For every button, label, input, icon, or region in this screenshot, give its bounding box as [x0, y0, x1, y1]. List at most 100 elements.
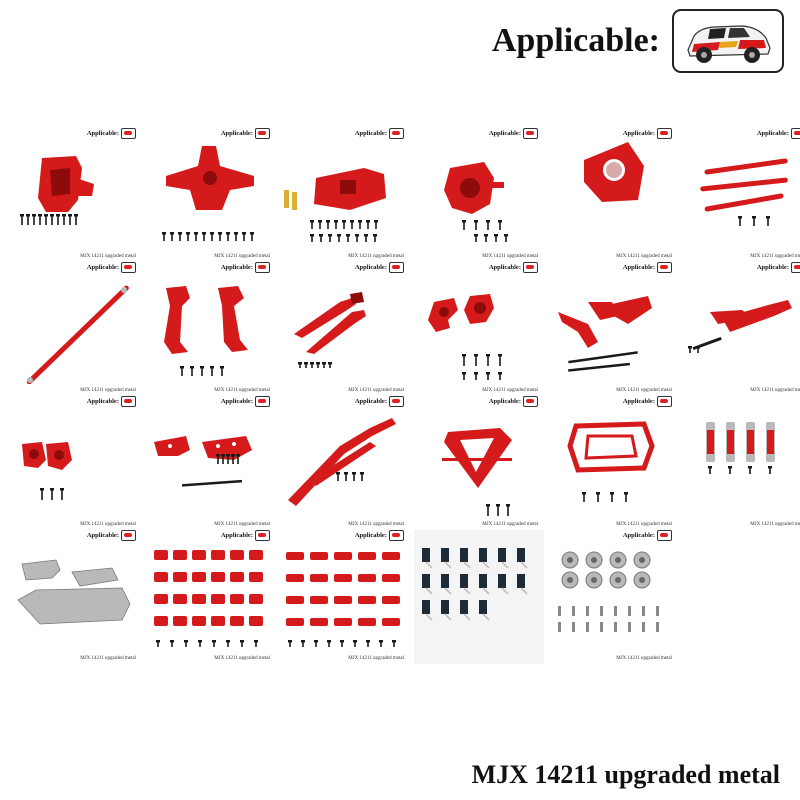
tile-caption: MJX 14211 upgraded metal [214, 522, 270, 527]
product-tile-steel-plates: Applicable: MJX 14211 upgraded metal [12, 530, 142, 664]
applicable-label: Applicable: [491, 22, 660, 59]
mini-car-icon [657, 396, 672, 407]
mini-car-icon [657, 262, 672, 273]
tile-caption: MJX 14211 upgraded metal [80, 254, 136, 259]
mini-car-icon [121, 262, 136, 273]
mini-car-icon [121, 128, 136, 139]
tile-applicable-text: Applicable: [622, 130, 655, 137]
product-tile-shock-plates: Applicable: MJX 14211 upgraded metal [146, 396, 276, 530]
tile-caption: MJX 14211 upgraded metal [348, 656, 404, 661]
tile-applicable-text: Applicable: [622, 532, 655, 539]
product-tile-a-arms: Applicable:MJX 14211 upgraded metal [548, 262, 678, 396]
tile-applicable-label: Applicable: [87, 128, 136, 139]
tile-caption: MJX 14211 upgraded metal [214, 254, 270, 259]
tile-applicable-text: Applicable: [488, 264, 521, 271]
mini-car-icon [523, 262, 538, 273]
product-tile-mount: Applicable:MJX 14211 upgraded metal [548, 128, 678, 262]
part-image [146, 272, 276, 384]
product-tile-full-kit: Applicable:MJX 14211 upgraded metal [146, 530, 276, 664]
tile-applicable-label: Applicable: [489, 262, 538, 273]
tile-applicable-text: Applicable: [86, 264, 119, 271]
part-image [280, 406, 410, 518]
product-tile-bumper-frame: Applicable: MJX 14211 upgraded metal [548, 396, 678, 530]
mini-car-icon [389, 262, 404, 273]
tile-applicable-label: Applicable: [87, 262, 136, 273]
product-tile-hubs: Applicable:MJX 14211 upgraded metal [12, 396, 142, 530]
mini-car-icon [523, 396, 538, 407]
tile-applicable-text: Applicable: [488, 398, 521, 405]
mini-car-icon [523, 128, 538, 139]
tile-applicable-label: Applicable: [87, 530, 136, 541]
tile-applicable-label: Applicable: [623, 530, 672, 541]
tile-caption: MJX 14211 upgraded metal [482, 522, 538, 527]
rc-car-thumbnail [672, 9, 784, 73]
product-tile-links: Applicable: MJX 14211 upgraded metal [682, 128, 800, 262]
part-image [682, 400, 800, 512]
mini-car-icon [121, 396, 136, 407]
product-tile-upper-arms: Applicable: MJX 14211 upgraded metal [682, 262, 800, 396]
part-image [414, 272, 544, 384]
mini-car-icon [389, 128, 404, 139]
tile-applicable-label: Applicable: [87, 396, 136, 407]
header: Applicable: [492, 6, 784, 76]
product-tile-full-kit-2: Applicable:MJX 14211 upgraded metal [280, 530, 410, 664]
part-image [280, 138, 410, 250]
footer-title: MJX 14211 upgraded metal [471, 760, 780, 789]
tile-applicable-label: Applicable: [757, 128, 800, 139]
mini-car-icon [791, 128, 800, 139]
tile-caption: MJX 14211 upgraded metal [348, 522, 404, 527]
tile-applicable-label: Applicable: [489, 128, 538, 139]
product-tile-nuts: Applicable: MJX 14211 upgraded metal [548, 530, 678, 664]
tile-applicable-label: Applicable: [355, 262, 404, 273]
product-tile-triangle-mount: Applicable: MJX 14211 upgraded metal [414, 396, 544, 530]
tile-applicable-text: Applicable: [354, 398, 387, 405]
tile-caption: MJX 14211 upgraded metal [348, 388, 404, 393]
part-image [548, 138, 678, 250]
tile-applicable-label: Applicable: [757, 262, 800, 273]
tile-applicable-label: Applicable: [623, 262, 672, 273]
part-image [280, 540, 410, 652]
tile-caption: MJX 14211 upgraded metal [80, 388, 136, 393]
mini-car-icon [657, 530, 672, 541]
part-image [146, 138, 276, 250]
product-tile-arms-upright: Applicable:MJX 14211 upgraded metal [146, 262, 276, 396]
tile-applicable-label: Applicable: [221, 530, 270, 541]
part-image [548, 540, 678, 652]
part-image [146, 540, 276, 652]
tile-applicable-text: Applicable: [220, 532, 253, 539]
tile-applicable-text: Applicable: [220, 130, 253, 137]
product-tile-knuckles: Applicable:MJX 14211 upgraded metal [414, 262, 544, 396]
tile-caption: MJX 14211 upgraded metal [482, 254, 538, 259]
tile-caption: MJX 14211 upgraded metal [750, 388, 800, 393]
product-tile-gearbox: Applicable: MJX 14211 upgraded metal [414, 128, 544, 262]
tile-applicable-label: Applicable: [221, 396, 270, 407]
mini-car-icon [255, 262, 270, 273]
product-tile-chassis-box: Applicable:MJX 14211 upgraded metal [280, 128, 410, 262]
product-tile-clips [414, 530, 544, 664]
part-image [12, 272, 142, 385]
mini-car-icon [255, 128, 270, 139]
part-image [414, 138, 544, 250]
mini-car-icon [255, 396, 270, 407]
rc-car-icon [687, 25, 771, 63]
part-image [682, 272, 800, 384]
tile-applicable-text: Applicable: [488, 130, 521, 137]
tile-applicable-label: Applicable: [221, 262, 270, 273]
mini-car-icon [389, 530, 404, 541]
product-tile-shocks: MJX 14211 upgraded metal [682, 396, 800, 530]
tile-caption: MJX 14211 upgraded metal [750, 254, 800, 259]
tile-applicable-text: Applicable: [756, 130, 789, 137]
part-image [414, 406, 544, 518]
tile-caption: MJX 14211 upgraded metal [80, 656, 136, 661]
tile-applicable-label: Applicable: [355, 128, 404, 139]
tile-caption: MJX 14211 upgraded metal [616, 656, 672, 661]
part-image [682, 138, 800, 250]
product-tile-driveshaft: Applicable: MJX 14211 upgraded metal [12, 262, 142, 396]
product-tile-shock-tower: Applicable: MJX 14211 upgraded metal [146, 128, 276, 262]
tile-caption: MJX 14211 upgraded metal [616, 522, 672, 527]
tile-applicable-text: Applicable: [86, 398, 119, 405]
part-image [146, 406, 276, 518]
part-image [12, 540, 142, 652]
tile-applicable-label: Applicable: [623, 396, 672, 407]
part-image [414, 534, 544, 646]
